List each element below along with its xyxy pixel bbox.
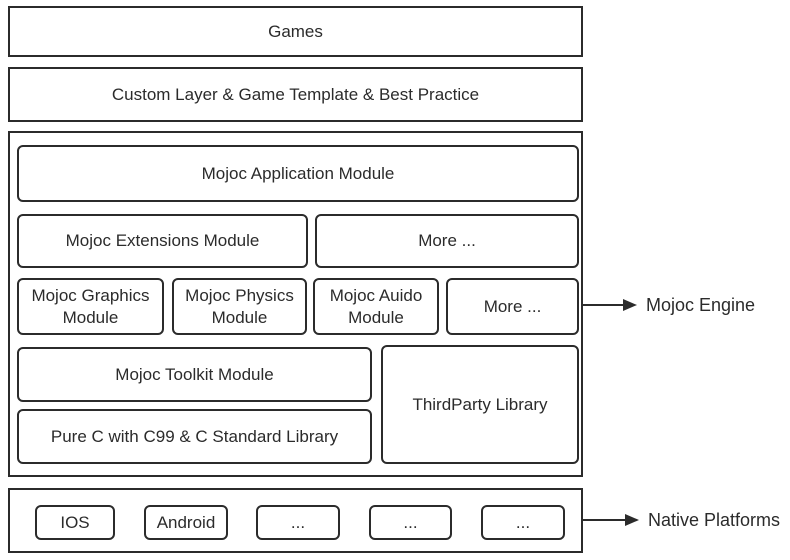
- more-modules-mid-box: More ...: [446, 278, 579, 335]
- application-module-label: Mojoc Application Module: [201, 163, 395, 183]
- pure-c-label: Pure C with C99 & C Standard Library: [50, 426, 339, 446]
- platform-android-label: Android: [156, 512, 216, 532]
- toolkit-module-label: Mojoc Toolkit Module: [115, 364, 274, 384]
- platform-more-box: ...: [369, 505, 452, 540]
- extensions-module-box: Mojoc Extensions Module: [17, 214, 308, 268]
- engine-layer-box: Mojoc Application Module Mojoc Extension…: [8, 131, 583, 477]
- thirdparty-library-box: ThirdParty Library: [381, 345, 579, 464]
- physics-module-label: Mojoc Physics Module: [185, 286, 294, 327]
- games-layer-label: Games: [268, 21, 323, 41]
- platforms-callout-label: Native Platforms: [648, 510, 781, 530]
- more-modules-top-label: More ...: [418, 231, 476, 251]
- games-layer-box: Games: [8, 6, 583, 57]
- platform-more-box: ...: [256, 505, 340, 540]
- arrow-right-icon: [625, 514, 639, 526]
- platform-more-label: ...: [515, 512, 531, 532]
- audio-module-box: Mojoc Auido Module: [313, 278, 439, 335]
- physics-module-box: Mojoc Physics Module: [172, 278, 307, 335]
- platform-ios-box: IOS: [35, 505, 115, 540]
- application-module-box: Mojoc Application Module: [17, 145, 579, 202]
- platforms-layer-box: IOS Android ... ... ...: [8, 488, 583, 553]
- pure-c-box: Pure C with C99 & C Standard Library: [17, 409, 372, 464]
- toolkit-module-box: Mojoc Toolkit Module: [17, 347, 372, 402]
- platform-ios-label: IOS: [60, 512, 90, 532]
- platforms-callout-arrow-line: [583, 519, 625, 521]
- thirdparty-library-label: ThirdParty Library: [412, 394, 548, 414]
- custom-layer-box: Custom Layer & Game Template & Best Prac…: [8, 67, 583, 122]
- platform-more-label: ...: [403, 512, 418, 532]
- platform-android-box: Android: [144, 505, 228, 540]
- audio-module-label: Mojoc Auido Module: [329, 286, 423, 327]
- graphics-module-box: Mojoc Graphics Module: [17, 278, 164, 335]
- engine-callout-arrow-line: [583, 304, 623, 306]
- custom-layer-label: Custom Layer & Game Template & Best Prac…: [111, 84, 480, 104]
- arrow-right-icon: [623, 299, 637, 311]
- graphics-module-label: Mojoc Graphics Module: [31, 286, 150, 327]
- more-modules-mid-label: More ...: [483, 296, 542, 316]
- engine-callout-label: Mojoc Engine: [646, 295, 756, 315]
- extensions-module-label: Mojoc Extensions Module: [65, 231, 260, 251]
- platform-more-label: ...: [290, 512, 306, 532]
- more-modules-top-box: More ...: [315, 214, 579, 268]
- platform-more-box: ...: [481, 505, 565, 540]
